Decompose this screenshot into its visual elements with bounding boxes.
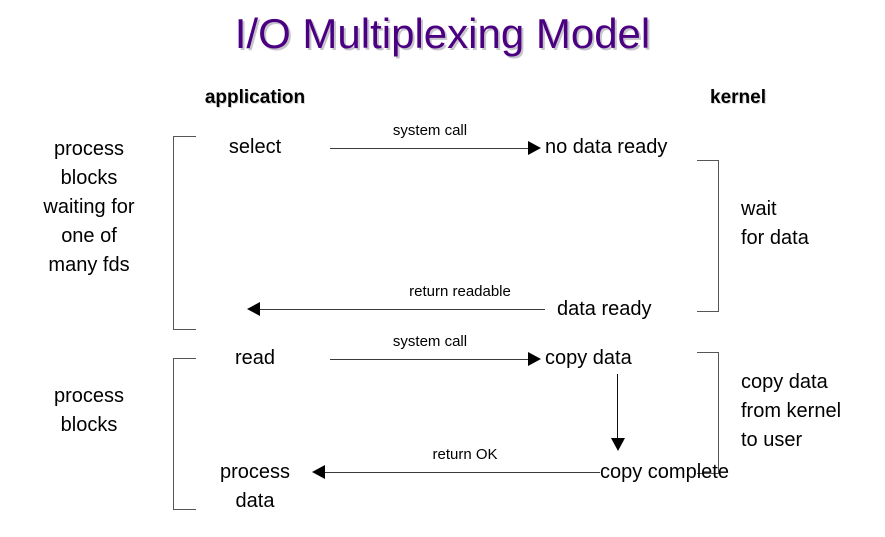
phase2-return-arrowhead — [312, 465, 325, 479]
phase2-left-caption: process blocks — [53, 385, 125, 436]
phase1-app-call: select — [228, 136, 282, 158]
phase1-system-call-arrowhead — [528, 141, 541, 155]
page-title: I/O Multiplexing Model — [234, 10, 651, 57]
phase2-system-call-arrowhead — [528, 352, 541, 366]
phase1-return-label: return readable — [409, 283, 511, 300]
phase1-right-caption: wait for data — [741, 198, 809, 249]
phase2-right-caption: copy data from kernel to user — [741, 371, 842, 451]
phase2-app-result: process data — [219, 461, 291, 512]
phase2-kernel-state-top: copy data — [545, 347, 632, 369]
phase1-return-arrowhead — [247, 302, 260, 316]
phase2-system-call-arrow-line — [330, 359, 530, 360]
phase1-system-call-label: system call — [392, 122, 468, 139]
column-header-kernel: kernel — [710, 87, 766, 108]
phase1-left-bracket — [173, 136, 196, 330]
phase2-system-call-label: system call — [392, 333, 468, 350]
phase1-kernel-state-top: no data ready — [545, 136, 668, 158]
phase1-return-arrow-line — [260, 309, 545, 310]
phase2-return-label: return OK — [432, 446, 498, 463]
phase1-left-caption: process blocks waiting for one of many f… — [43, 138, 135, 276]
phase2-right-bracket — [697, 352, 719, 474]
phase2-app-call: read — [234, 347, 276, 369]
phase2-copy-arrow-line — [617, 374, 618, 440]
phase1-kernel-state-bottom: data ready — [557, 298, 652, 320]
phase1-system-call-arrow-line — [330, 148, 530, 149]
phase1-right-bracket — [697, 160, 719, 312]
column-header-application: application — [204, 87, 306, 108]
phase2-kernel-state-bottom: copy complete — [600, 461, 729, 483]
phase2-left-bracket — [173, 358, 196, 510]
phase2-return-arrow-line — [325, 472, 600, 473]
phase2-copy-arrowhead — [611, 438, 625, 451]
